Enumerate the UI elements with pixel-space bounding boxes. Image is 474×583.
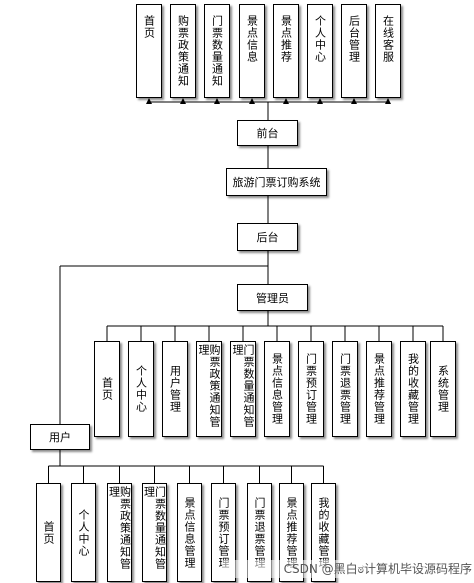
front-arrow-6 [351,98,357,104]
admin-menu-item-3-label: 购票政策通知管理 [197,344,221,428]
back-node-label: 后台 [256,231,279,244]
user-menu-item-5-label: 门票预订管理 [217,496,230,569]
front-menu-item-1-label: 购票政策通知 [176,15,190,87]
front-arrow-0 [146,98,152,104]
user-menu-item-4-label: 景点信息管理 [183,496,196,569]
system-node-label: 旅游门票订购系统 [232,176,321,189]
admin-menu-item-1: 个人中心 [128,341,154,437]
admin-menu-item-4-label: 门票数量通知管理 [231,344,255,428]
user-menu-item-8-label: 我的收藏管理 [317,496,330,569]
admin-menu-item-10: 系统管理 [430,341,456,437]
front-menu-item-5: 个人中心 [307,4,333,98]
front-arrow-4 [283,98,289,104]
front-menu-item-3: 景点信息 [239,4,265,98]
admin-menu-item-2: 用户管理 [162,341,188,437]
front-menu-item-6: 后台管理 [341,4,367,98]
user-menu-item-1-label: 个人中心 [77,508,90,557]
front-menu-item-6-label: 后台管理 [347,15,361,63]
admin-menu-item-0: 首页 [94,341,120,437]
front-arrow-7 [385,98,391,104]
front-menu-item-1: 购票政策通知 [170,4,196,98]
admin-menu-item-8-label: 景点推荐管理 [372,353,386,425]
user-menu-item-2: 购票政策通知管理 [107,483,132,582]
admin-menu-item-1-label: 个人中心 [134,365,148,413]
user-menu-item-7-label: 景点推荐管理 [285,496,298,569]
front-arrow-3 [249,98,255,104]
user-menu-item-0: 首页 [36,483,61,582]
front-menu-item-2-label: 门票数量通知 [210,15,224,87]
connector-lines [48,98,444,483]
front-menu-item-0-label: 首页 [142,15,156,39]
user-node: 用户 [30,424,90,450]
front-menu-item-5-label: 个人中心 [313,15,327,63]
watermark: CSDN @黑白ಠ计算机毕设源码程序 [222,560,472,578]
front-arrow-2 [214,98,220,104]
front-menu-item-7: 在线客服 [375,4,401,98]
front-menu-item-2: 门票数量通知 [204,4,230,98]
front-node-label: 前台 [256,127,279,140]
admin-menu-item-8: 景点推荐管理 [366,341,392,437]
front-menu-item-0: 首页 [136,4,162,98]
back-node: 后台 [237,223,298,251]
admin-menu-item-0-label: 首页 [100,377,114,401]
user-menu-item-2-label: 购票政策通知管理 [107,486,132,570]
front-arrow-1 [180,98,186,104]
user-menu-item-4: 景点信息管理 [177,483,202,582]
admin-menu-item-6-label: 门票预订管理 [304,353,318,425]
front-node: 前台 [237,120,298,146]
front-menu-item-4-label: 景点推荐 [279,15,293,63]
admin-menu-item-7-label: 门票退票管理 [338,353,352,425]
front-menu-item-4: 景点推荐 [273,4,299,98]
user-menu-item-3: 门票数量通知管理 [142,483,167,582]
front-menu-item-7-label: 在线客服 [381,15,395,63]
admin-menu-item-7: 门票退票管理 [332,341,358,437]
user-menu-item-6-label: 门票退票管理 [253,496,266,569]
admin-menu-item-5: 景点信息管理 [264,341,290,437]
admin-menu-item-2-label: 用户管理 [168,365,182,413]
admin-node: 管理员 [237,284,308,311]
admin-menu-item-9-label: 我的收藏管理 [406,353,420,425]
system-node: 旅游门票订购系统 [226,168,327,196]
admin-menu-item-10-label: 系统管理 [436,365,450,413]
admin-menu-item-3: 购票政策通知管理 [196,341,222,437]
user-menu-item-1: 个人中心 [71,483,96,582]
user-menu-item-0-label: 首页 [42,520,55,545]
front-arrow-5 [317,98,323,104]
admin-menu-item-6: 门票预订管理 [298,341,324,437]
admin-menu-item-5-label: 景点信息管理 [270,353,284,425]
admin-menu-item-4: 门票数量通知管理 [230,341,256,437]
user-node-label: 用户 [49,431,71,444]
user-menu-item-3-label: 门票数量通知管理 [142,486,167,570]
front-menu-item-3-label: 景点信息 [245,15,259,63]
admin-node-label: 管理员 [256,291,289,305]
admin-menu-item-9: 我的收藏管理 [400,341,426,437]
